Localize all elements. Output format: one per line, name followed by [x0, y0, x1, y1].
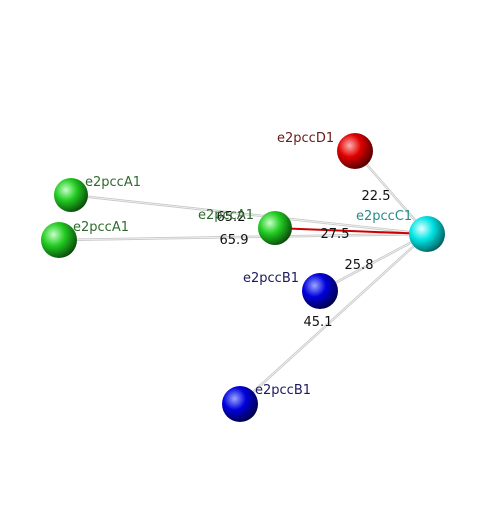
node-label-d1: e2pccD1 [277, 131, 334, 146]
edge-highlight [319, 233, 428, 292]
node-label-a1a: e2pccA1 [85, 175, 141, 190]
node-label-b1a: e2pccB1 [243, 271, 299, 286]
edge-highlight [354, 150, 428, 235]
edge-highlight [70, 194, 428, 235]
node-sphere-a1a[interactable] [54, 178, 88, 212]
node-sphere-a1b[interactable] [41, 222, 77, 258]
node-sphere-d1[interactable] [337, 133, 373, 169]
edge-value-label: 25.8 [345, 258, 374, 273]
node-sphere-b1a[interactable] [302, 273, 338, 309]
node-label-a1c: e2pccA1 [198, 208, 254, 223]
node-sphere-b1b[interactable] [222, 386, 258, 422]
edge-value-label: 27.5 [321, 227, 350, 242]
node-label-a1b: e2pccA1 [73, 220, 129, 235]
node-label-b1b: e2pccB1 [255, 383, 311, 398]
edge-c1-a1c [274, 227, 428, 235]
edge-highlight [239, 233, 428, 405]
edge-value-label: 65.9 [220, 233, 249, 248]
node-label-c1: e2pccC1 [356, 209, 412, 224]
edge-value-label: 65.2 [217, 210, 246, 225]
edge-value-label: 45.1 [304, 315, 333, 330]
edge-highlight [58, 233, 428, 241]
node-sphere-c1[interactable] [409, 216, 445, 252]
node-sphere-a1c[interactable] [258, 211, 292, 245]
edge-value-label: 22.5 [362, 189, 391, 204]
